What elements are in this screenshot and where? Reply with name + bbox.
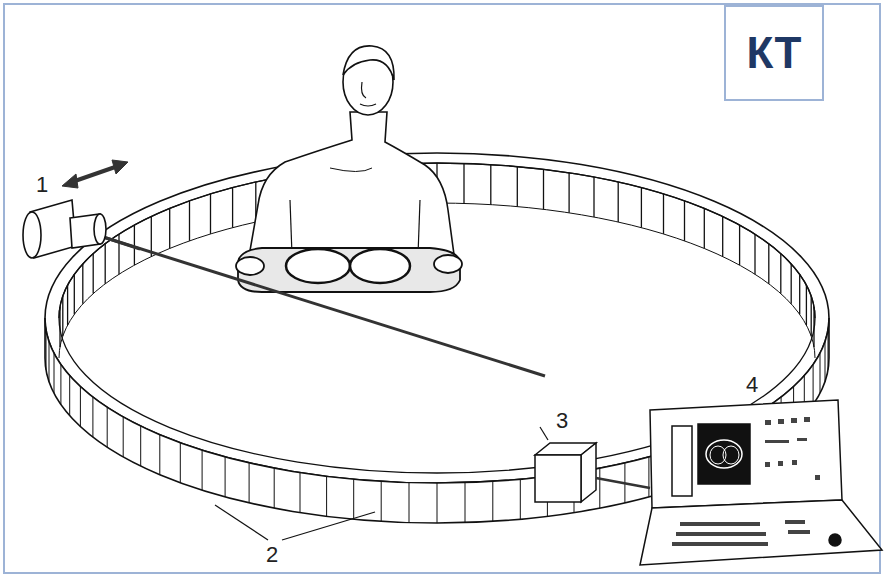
detector-segment xyxy=(82,264,83,304)
leader-lines xyxy=(215,427,548,540)
detector-segment xyxy=(249,463,250,503)
detector-segment xyxy=(274,468,275,508)
detector-segment xyxy=(107,407,108,447)
body-slice xyxy=(236,248,462,292)
detector-segment xyxy=(492,481,493,521)
callout-number: 3 xyxy=(556,408,568,434)
detector-segment xyxy=(54,353,55,393)
patient xyxy=(248,46,455,262)
callout-number: 2 xyxy=(266,542,278,568)
detector-segment xyxy=(739,225,740,265)
detector-segment xyxy=(490,165,491,205)
rotation-arrow xyxy=(62,160,128,188)
detector-segment xyxy=(123,417,124,457)
detector-segment xyxy=(210,194,211,234)
detector-segment xyxy=(704,208,705,248)
detector-segment xyxy=(599,468,600,508)
detector-segment xyxy=(180,443,181,483)
detector-segment xyxy=(825,342,826,382)
xray-beam xyxy=(100,236,545,376)
detector-segment xyxy=(722,217,723,257)
detector-segment xyxy=(169,208,170,248)
computer xyxy=(640,400,882,565)
detector-segment xyxy=(593,177,594,217)
cable xyxy=(596,478,650,488)
processing-unit xyxy=(535,443,596,502)
detector-segment xyxy=(80,387,81,427)
xray-beam-start xyxy=(100,236,140,249)
detector-segment xyxy=(60,365,61,405)
detector-segment xyxy=(806,285,807,325)
detector-segment xyxy=(189,201,190,241)
frame xyxy=(4,4,880,573)
detector-segment xyxy=(517,167,518,207)
detector-segment xyxy=(465,483,466,523)
detector-segment xyxy=(225,457,226,497)
detector-segment xyxy=(813,365,814,405)
detector-segment xyxy=(437,483,438,523)
detector-segment xyxy=(820,353,821,393)
detector-segment xyxy=(105,244,106,284)
detector-segment xyxy=(791,264,792,304)
detector-segment xyxy=(232,188,233,228)
detector-segment xyxy=(326,476,327,516)
title-text: КТ xyxy=(747,28,802,78)
detector-segment xyxy=(828,330,829,370)
detector-segment xyxy=(799,274,800,314)
detector-segment xyxy=(353,479,354,519)
detector-segment xyxy=(780,254,781,294)
detector-segment xyxy=(93,254,94,294)
detector-segment xyxy=(62,296,63,336)
detector-segment xyxy=(92,397,93,437)
detector-segment xyxy=(118,234,119,274)
detector-segment xyxy=(69,376,70,416)
detector-segment xyxy=(300,473,301,513)
detector-segment xyxy=(641,188,642,228)
detector-segment xyxy=(74,274,75,314)
detector-segment xyxy=(568,173,569,213)
detector-segment xyxy=(663,194,664,234)
detector-segment xyxy=(648,457,649,497)
callout-number: 1 xyxy=(36,172,48,198)
detector-segment xyxy=(768,244,769,284)
title-box: КТ xyxy=(724,5,824,101)
detector-segment xyxy=(754,234,755,274)
detector-segment xyxy=(159,435,160,475)
detector-segment xyxy=(463,163,464,203)
detector-segment xyxy=(381,481,382,521)
detector-segment xyxy=(811,296,812,336)
detector-segment xyxy=(134,225,135,265)
detector-segment xyxy=(543,169,544,209)
detector-segment xyxy=(49,342,50,382)
detector-segment xyxy=(409,483,410,523)
detector-segment xyxy=(67,285,68,325)
detector-segment xyxy=(140,426,141,466)
callout-number: 4 xyxy=(746,372,758,398)
detector-segment xyxy=(202,450,203,490)
detector-segment xyxy=(684,201,685,241)
detector-segment xyxy=(618,182,619,222)
xray-tube xyxy=(23,200,106,258)
detector-segment xyxy=(520,479,521,519)
detector-segment xyxy=(46,330,47,370)
